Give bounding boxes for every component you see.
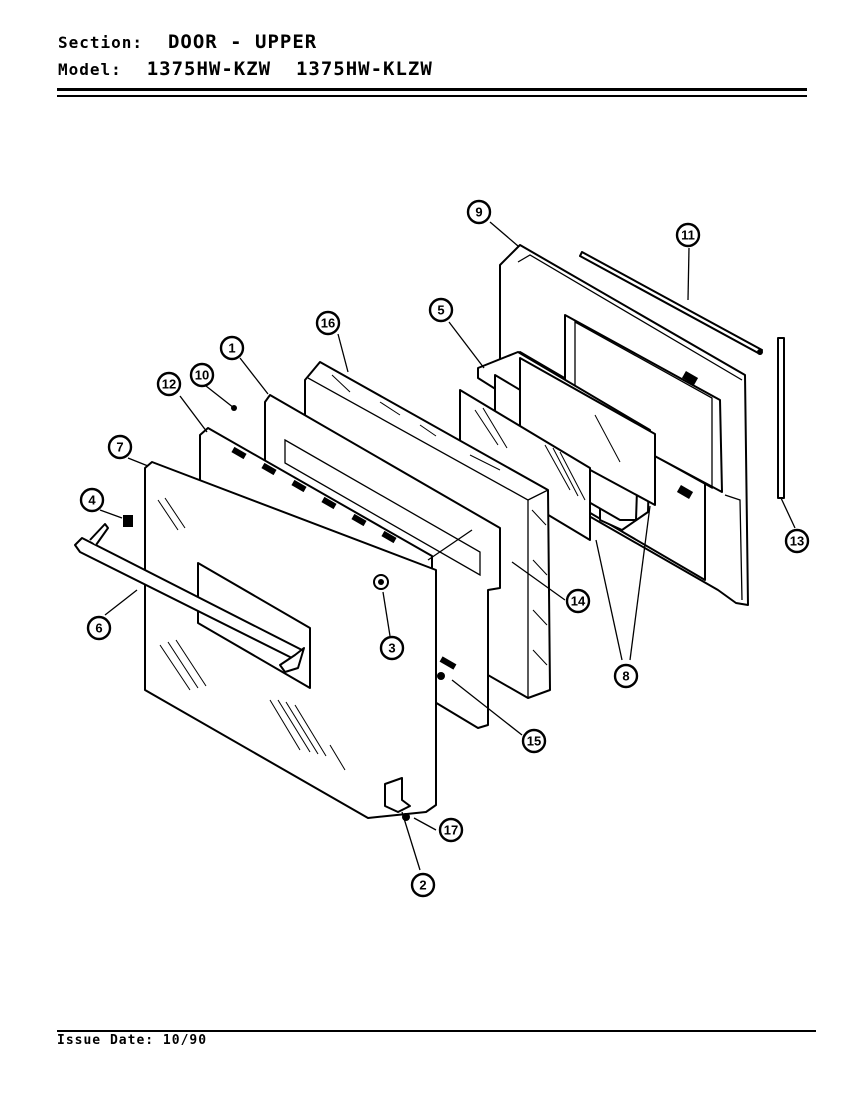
part-screw-lower (437, 672, 445, 680)
part-top-rod (579, 251, 763, 355)
svg-text:3: 3 (388, 641, 395, 656)
svg-text:2: 2 (419, 878, 426, 893)
svg-text:14: 14 (571, 594, 586, 609)
callout-1: 1 (219, 335, 245, 361)
callout-5: 5 (428, 297, 454, 323)
callout-16: 16 (315, 310, 341, 336)
svg-text:16: 16 (321, 316, 335, 331)
footer-rule (57, 1030, 816, 1032)
svg-text:11: 11 (681, 228, 695, 243)
callout-4: 4 (79, 487, 105, 513)
part-hinge-bracket (384, 777, 411, 821)
callout-9: 9 (466, 199, 492, 225)
callout-7: 7 (107, 434, 133, 460)
svg-text:1: 1 (228, 341, 235, 356)
header-rule-bottom (57, 95, 807, 97)
callout-2: 2 (410, 872, 436, 898)
callout-15: 15 (521, 728, 547, 754)
svg-text:15: 15 (527, 734, 541, 749)
leader-lines (99, 221, 690, 871)
svg-text:6: 6 (95, 621, 102, 636)
callout-10: 10 (189, 362, 215, 388)
svg-text:5: 5 (437, 303, 444, 318)
svg-text:8: 8 (622, 669, 629, 684)
svg-text:9: 9 (475, 205, 482, 220)
issue-date: Issue Date: 10/90 (57, 1033, 208, 1048)
part-end-cap (123, 515, 133, 527)
part-side-strip (777, 337, 796, 529)
svg-text:10: 10 (195, 368, 209, 383)
part-bumper (373, 574, 389, 590)
svg-text:17: 17 (444, 823, 458, 838)
model-line: Model: 1375HW-KZW 1375HW-KLZW (58, 58, 433, 80)
callout-6: 6 (86, 615, 112, 641)
svg-text:7: 7 (116, 440, 123, 455)
part-handle (74, 523, 305, 673)
part-glass-panes (459, 357, 656, 541)
callout-17: 17 (438, 817, 464, 843)
model-value: 1375HW-KZW 1375HW-KLZW (146, 58, 433, 80)
section-value: DOOR - UPPER (167, 31, 318, 53)
header-rule-top (57, 88, 807, 91)
part-screw (427, 529, 473, 561)
svg-text:12: 12 (162, 377, 176, 392)
callout-11: 11 (675, 222, 701, 248)
svg-text:4: 4 (88, 493, 96, 508)
callout-14: 14 (565, 588, 591, 614)
callout-3: 3 (379, 635, 405, 661)
callout-13: 13 (784, 528, 810, 554)
section-label: Section: (58, 33, 144, 52)
model-label: Model: (58, 60, 122, 79)
callout-12: 12 (156, 371, 182, 397)
section-line: Section: DOOR - UPPER (58, 31, 317, 53)
callout-8: 8 (613, 663, 639, 689)
svg-text:13: 13 (790, 534, 804, 549)
